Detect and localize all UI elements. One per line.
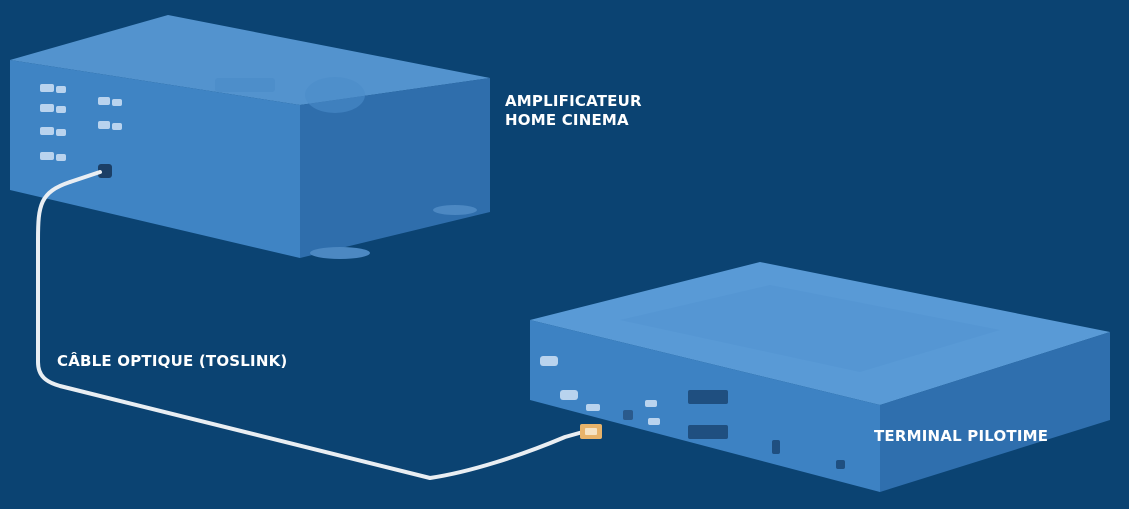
amplifier-foot: [310, 247, 370, 259]
amplifier-connectors: [40, 84, 122, 161]
amplifier-label-line2: HOME CINEMA: [505, 111, 629, 129]
amplifier-front-face: [10, 60, 300, 258]
optical-cable-end: [68, 170, 102, 184]
terminal-scart-port: [688, 390, 728, 404]
amplifier-label: AMPLIFICATEUR HOME CINEMA: [505, 92, 642, 130]
amplifier-optical-port: [98, 164, 112, 178]
cable-label: CÂBLE OPTIQUE (TOSLINK): [57, 352, 288, 370]
terminal-top-face: [530, 262, 1110, 405]
terminal-side-face: [880, 332, 1110, 492]
optical-cable: [36, 180, 592, 480]
amplifier-device: [10, 15, 490, 259]
amplifier-label-line1: AMPLIFICATEUR: [505, 92, 642, 110]
terminal-scart-port: [688, 425, 728, 439]
amplifier-foot: [433, 205, 477, 215]
terminal-connectors: [540, 356, 660, 425]
amplifier-top-face: [10, 15, 490, 105]
terminal-front-face: [530, 320, 880, 492]
terminal-device: [530, 262, 1110, 492]
terminal-label: TERMINAL PILOTIME: [874, 427, 1049, 445]
